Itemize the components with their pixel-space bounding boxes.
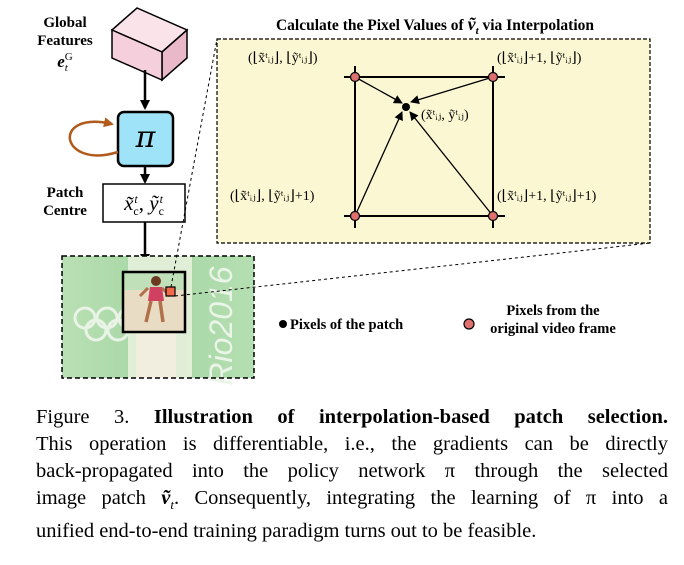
pixel-bottom-right [487, 210, 499, 222]
legend-patch-pixel-dot [279, 320, 287, 328]
legend-patch-pixels: Pixels of the patch [290, 317, 404, 333]
patch-pixel-center [402, 103, 410, 111]
figure-caption: Figure 3. Illustration of interpolation-… [36, 404, 668, 545]
caption-line-5: unified end-to-end training paradigm tur… [36, 520, 537, 543]
pixel-top-right [487, 71, 499, 83]
caption-line-3: back-propagated into the policy network … [36, 460, 668, 482]
frame-watermark: Rio2016 [203, 266, 239, 385]
legend-frame-pixel-dot [463, 318, 475, 330]
pixel-bottom-left [349, 210, 361, 222]
global-features-symbol: e [57, 51, 65, 71]
patch-centre-box [102, 183, 186, 223]
patch-centre-label: Patch Centre [43, 185, 87, 219]
caption-line-4: image patch ṽt. Consequently, integratin… [36, 487, 669, 513]
coord-center: (x̃ᵗᵢⱼ, ỹᵗᵢⱼ) [421, 108, 469, 123]
pixel-top-left [349, 71, 361, 83]
coord-bottom-right: (⌊x̃ᵗᵢⱼ⌋+1, ⌊ỹᵗᵢⱼ⌋+1) [497, 189, 597, 204]
coord-top-left: (⌊x̃ᵗᵢⱼ⌋, ⌊ỹᵗᵢⱼ⌋) [248, 51, 318, 66]
caption-label: Figure 3. [36, 406, 130, 428]
zoomed-pixel-marker [165, 286, 176, 297]
zoom-line-top [170, 38, 218, 288]
zoom-line-bottom [174, 242, 651, 297]
coord-bottom-left: (⌊x̃ᵗᵢⱼ⌋, ⌊ỹᵗᵢⱼ⌋+1) [230, 189, 315, 204]
pixel-grid [344, 66, 505, 228]
caption-line-2: This operation is differentiable, i.e., … [36, 433, 668, 455]
selected-patch [121, 270, 187, 334]
global-features-box [110, 7, 189, 82]
caption-title: Illustration of interpolation-based patc… [153, 406, 668, 428]
figure: Rio2016 [37, 7, 651, 386]
legend-frame-pixels: Pixels from the original video frame [490, 303, 616, 337]
panel-title: Calculate the Pixel Values of ṽt via Int… [275, 14, 595, 38]
figure-diagram: Rio2016 [61, 7, 651, 386]
corner-pixels [349, 71, 499, 222]
coord-top-right: (⌊x̃ᵗᵢⱼ⌋+1, ⌊ỹᵗᵢⱼ⌋) [497, 51, 582, 66]
recurrent-loop-arrow [68, 117, 119, 157]
caption-line-1: Figure 3. Illustration of interpolation-… [36, 404, 668, 431]
interpolation-arrows [354, 76, 494, 217]
policy-symbol: π [135, 120, 156, 155]
